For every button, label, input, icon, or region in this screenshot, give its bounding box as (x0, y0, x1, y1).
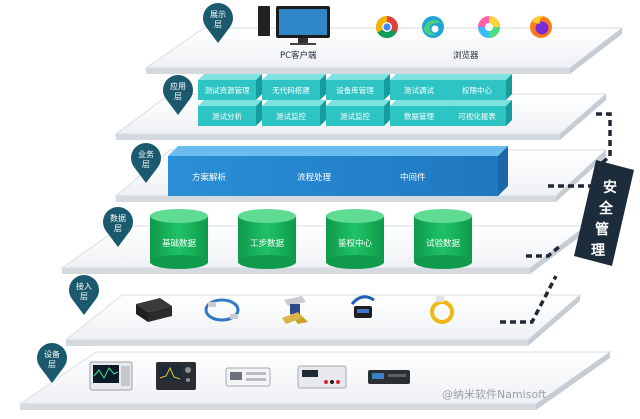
app-module: 测试资源管理 (198, 74, 262, 100)
app-module: 无代码搭建 (262, 74, 326, 100)
oscilloscope-icon (89, 361, 133, 391)
app-module: 测试监控 (326, 100, 390, 126)
pin-access-label-2: 层 (80, 292, 88, 301)
pin-data-layer: 数据层 (103, 206, 133, 247)
data-store-label: 基础数据 (162, 238, 197, 249)
security-char-3: 管 (595, 221, 609, 238)
pin-data-label-2: 层 (114, 224, 122, 233)
business-bar (168, 146, 508, 196)
pin-display-layer: 展示层 (203, 3, 233, 43)
pin-application-label-1: 应用 (170, 81, 186, 91)
security-char-4: 理 (591, 243, 605, 259)
pin-device-label-2: 层 (48, 360, 56, 369)
desktop-pc-icon (258, 6, 330, 45)
app-module: 设备库管理 (326, 74, 390, 100)
app-module: 数据管理 (390, 100, 454, 126)
security-char-1: 安 (603, 179, 617, 196)
ethernet-cable-icon (430, 296, 454, 324)
app-module-label: 测试调试 (404, 85, 434, 95)
signal-generator-icon (225, 367, 271, 387)
data-store-cylinder: 鉴权中心 (326, 209, 384, 269)
electronic-load-icon (368, 370, 410, 384)
firefox-icon (530, 15, 552, 38)
power-supply-icon (297, 365, 347, 389)
chrome-icon (376, 16, 398, 38)
business-item-solution-parsing: 方案解析 (192, 172, 227, 183)
platform-data (60, 225, 588, 274)
data-store-label: 试验数据 (426, 238, 461, 249)
app-module-label: 可视化报表 (458, 111, 496, 121)
data-stores: 基础数据 工步数据 鉴权中心 试验数据 (150, 209, 472, 269)
pin-application-label-2: 层 (174, 92, 182, 101)
app-module-label: 设备库管理 (336, 85, 374, 95)
pin-application-layer: 应用层 (162, 74, 194, 115)
safari-icon (478, 16, 500, 38)
app-module: 测试监控 (262, 100, 326, 126)
pin-business-label-2: 层 (142, 160, 150, 169)
data-store-label: 工步数据 (250, 238, 285, 249)
app-module-label: 测试分析 (212, 111, 242, 121)
data-store-cylinder: 工步数据 (238, 209, 296, 269)
app-module-label: 测试监控 (276, 111, 306, 121)
network-box-icon (136, 298, 172, 322)
watermark: @纳米软件Namisoft (442, 387, 547, 401)
app-module: 测试调试 (390, 74, 454, 100)
app-module-label: 数据管理 (404, 111, 434, 121)
browser-label: 浏览器 (453, 50, 479, 61)
pin-business-label-1: 业务 (138, 149, 154, 159)
security-management-banner (574, 160, 634, 266)
pin-business-layer: 业务层 (131, 143, 162, 183)
app-module: 权限中心 (448, 74, 512, 100)
pin-display-label-1: 展示 (210, 10, 226, 19)
pin-access-layer: 接入层 (69, 275, 100, 315)
app-module-label: 无代码搭建 (272, 85, 310, 95)
app-module: 测试分析 (198, 100, 262, 126)
usb-hub-icon (350, 295, 375, 318)
app-module-label: 权限中心 (462, 85, 492, 95)
security-char-2: 全 (598, 200, 614, 217)
business-item-process-handling: 流程处理 (297, 172, 332, 183)
platform-display (144, 27, 624, 74)
data-store-cylinder: 基础数据 (150, 209, 208, 269)
edge-icon (422, 16, 444, 38)
spectrum-analyzer-icon (156, 362, 196, 390)
pin-display-label-2: 层 (214, 20, 222, 29)
pin-device-label-1: 设备 (44, 349, 60, 359)
serial-adapter-icon (282, 296, 308, 324)
data-store-label: 鉴权中心 (338, 238, 373, 249)
pin-device-layer: 设备层 (37, 343, 68, 383)
usb-cable-icon (204, 298, 240, 322)
pin-access-label-1: 接入 (76, 281, 92, 291)
pc-client-label: PC客户端 (280, 50, 317, 61)
app-module: 可视化报表 (448, 100, 512, 126)
pin-data-label-1: 数据 (110, 213, 126, 223)
business-item-middleware: 中间件 (400, 172, 426, 183)
app-module-label: 测试资源管理 (205, 85, 250, 95)
data-store-cylinder: 试验数据 (414, 209, 472, 269)
app-module-label: 测试监控 (340, 111, 370, 121)
